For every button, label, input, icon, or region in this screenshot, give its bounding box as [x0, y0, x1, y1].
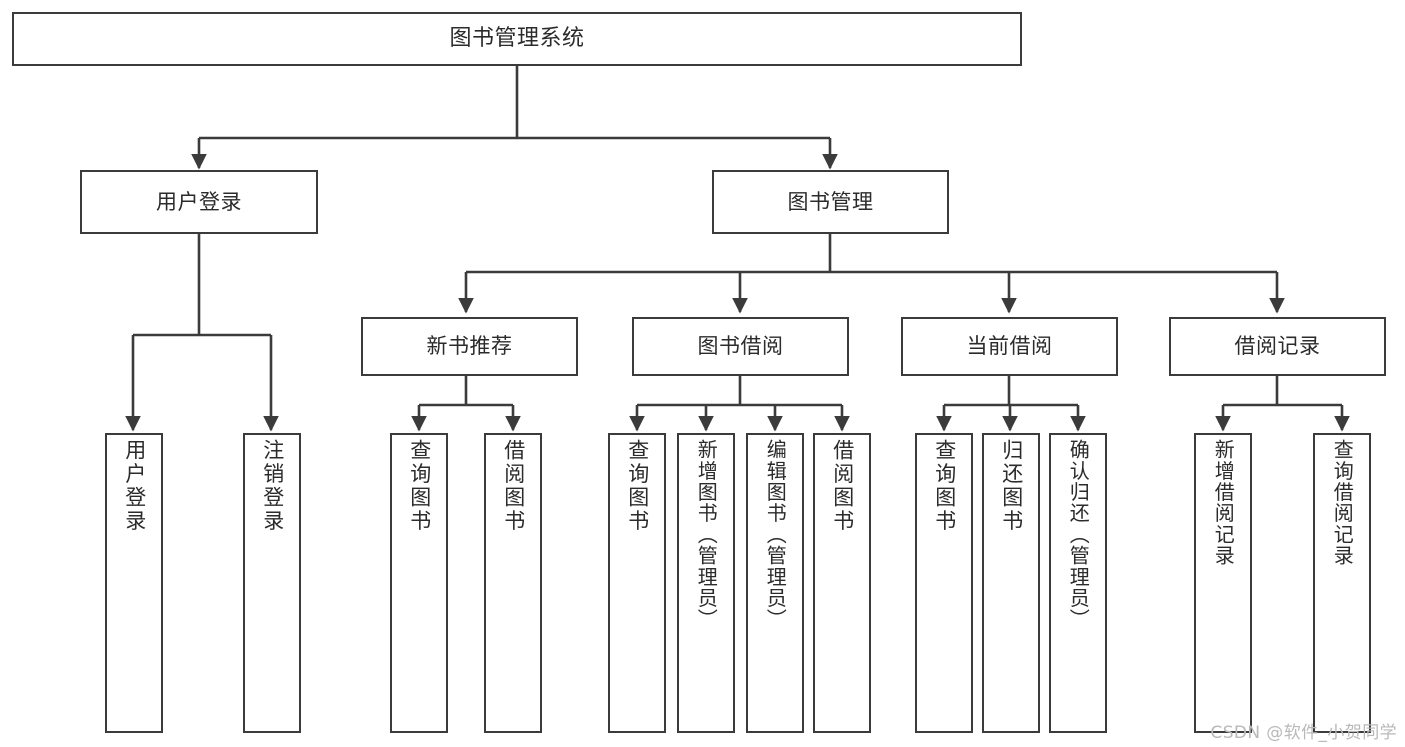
node-label: 归还图书: [999, 439, 1024, 533]
watermark-text: CSDN @软件_小贺同学: [1210, 723, 1397, 743]
node-book-management[interactable]: 图书管理: [712, 170, 949, 234]
node-label: 用户登录: [156, 189, 242, 214]
node-label: 图书借阅: [697, 334, 784, 359]
node-leaf-add-borrow-record[interactable]: 新增借阅记录: [1194, 433, 1252, 733]
node-label: 查询借阅记录: [1330, 439, 1355, 567]
node-leaf-borrow-book-recommend[interactable]: 借阅图书: [484, 433, 542, 733]
node-label: 新增借阅记录: [1211, 439, 1236, 567]
node-label: 确认归还（管理员）: [1066, 439, 1091, 630]
node-label: 新书推荐: [426, 334, 513, 359]
node-label: 新增图书（管理员）: [694, 439, 719, 630]
node-root-book-management-system[interactable]: 图书管理系统: [12, 12, 1022, 66]
node-leaf-query-book-current[interactable]: 查询图书: [915, 433, 973, 733]
node-leaf-user-login[interactable]: 用户登录: [105, 433, 163, 733]
node-label: 查询图书: [625, 439, 650, 533]
node-user-login[interactable]: 用户登录: [80, 170, 318, 234]
node-leaf-return-book[interactable]: 归还图书: [982, 433, 1040, 733]
node-leaf-query-book-recommend[interactable]: 查询图书: [390, 433, 448, 733]
node-label: 图书管理: [787, 189, 874, 214]
node-leaf-borrow-book-borrow[interactable]: 借阅图书: [813, 433, 871, 733]
node-leaf-query-borrow-record[interactable]: 查询借阅记录: [1313, 433, 1371, 733]
node-leaf-query-book-borrow[interactable]: 查询图书: [608, 433, 666, 733]
node-label: 借阅图书: [830, 439, 855, 533]
node-label: 当前借阅: [966, 334, 1053, 359]
node-leaf-logout-login[interactable]: 注销登录: [243, 433, 301, 733]
node-label: 借阅图书: [501, 439, 526, 533]
node-new-book-recommend[interactable]: 新书推荐: [361, 317, 578, 376]
node-leaf-edit-book-admin[interactable]: 编辑图书（管理员）: [746, 433, 804, 733]
node-book-borrow[interactable]: 图书借阅: [632, 317, 849, 376]
node-leaf-add-book-admin[interactable]: 新增图书（管理员）: [677, 433, 735, 733]
node-label: 用户登录: [122, 439, 147, 533]
node-borrow-record[interactable]: 借阅记录: [1169, 317, 1386, 376]
node-label: 编辑图书（管理员）: [763, 439, 788, 630]
node-current-borrow[interactable]: 当前借阅: [901, 317, 1118, 376]
node-label: 图书管理系统: [449, 26, 585, 52]
node-label: 查询图书: [407, 439, 432, 533]
node-label: 查询图书: [932, 439, 957, 533]
node-leaf-confirm-return-admin[interactable]: 确认归还（管理员）: [1049, 433, 1107, 733]
node-label: 注销登录: [260, 439, 285, 533]
node-label: 借阅记录: [1234, 334, 1321, 359]
